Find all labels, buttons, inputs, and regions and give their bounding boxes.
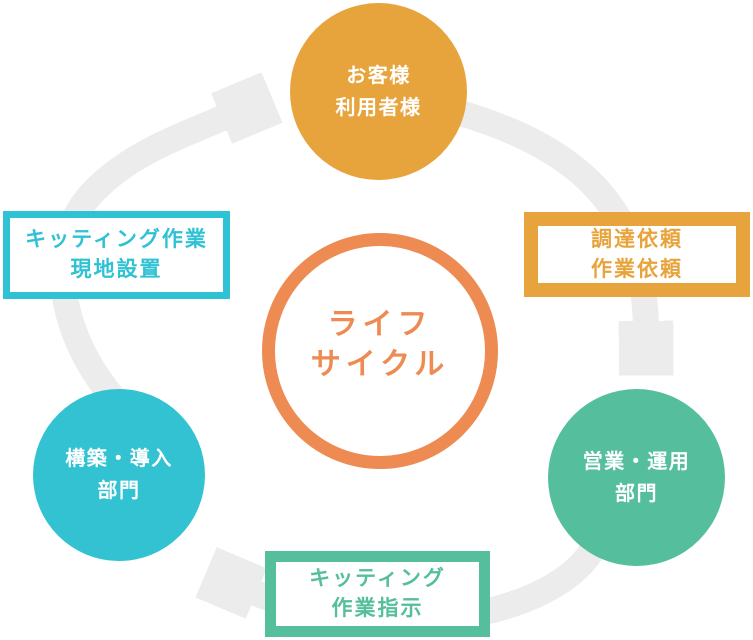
lifecycle-title-line2: サイクル	[310, 348, 450, 381]
label-procurement-line1: 調達依頼	[591, 227, 683, 251]
arrow-build-to-customer-icon	[50, 115, 230, 409]
lifecycle-title: ライフ サイクル	[311, 305, 450, 385]
label-kitting-work-line1: キッティング作業	[25, 228, 208, 251]
node-customer: お客様 利用者様	[290, 3, 467, 180]
label-kitting-work: キッティング作業 現地設置	[3, 211, 230, 299]
label-kitting-instruction: キッティング 作業指示	[265, 551, 490, 637]
node-customer-line1: お客様	[346, 64, 411, 87]
lifecycle-center-ring: ライフ サイクル	[262, 233, 498, 469]
node-build-line1: 構築・導入	[65, 448, 173, 470]
node-build-deployment-department: 構築・導入 部門	[33, 389, 205, 561]
node-sales-operations-department: 営業・運用 部門	[548, 389, 725, 566]
node-sales-line1: 営業・運用	[582, 450, 691, 473]
label-kitting-work-line2: 現地設置	[70, 258, 163, 281]
node-customer-line2: 利用者様	[335, 96, 422, 119]
label-kitting-instruction-line2: 作業指示	[331, 597, 424, 620]
label-kitting-instruction-line1: キッティング	[309, 567, 446, 590]
lifecycle-title-line1: ライフ	[327, 308, 433, 341]
label-procurement-line2: 作業依頼	[591, 257, 683, 281]
node-build-line2: 部門	[97, 480, 141, 502]
label-procurement-request: 調達依頼 作業依頼	[524, 212, 750, 297]
node-sales-line2: 部門	[615, 482, 658, 505]
